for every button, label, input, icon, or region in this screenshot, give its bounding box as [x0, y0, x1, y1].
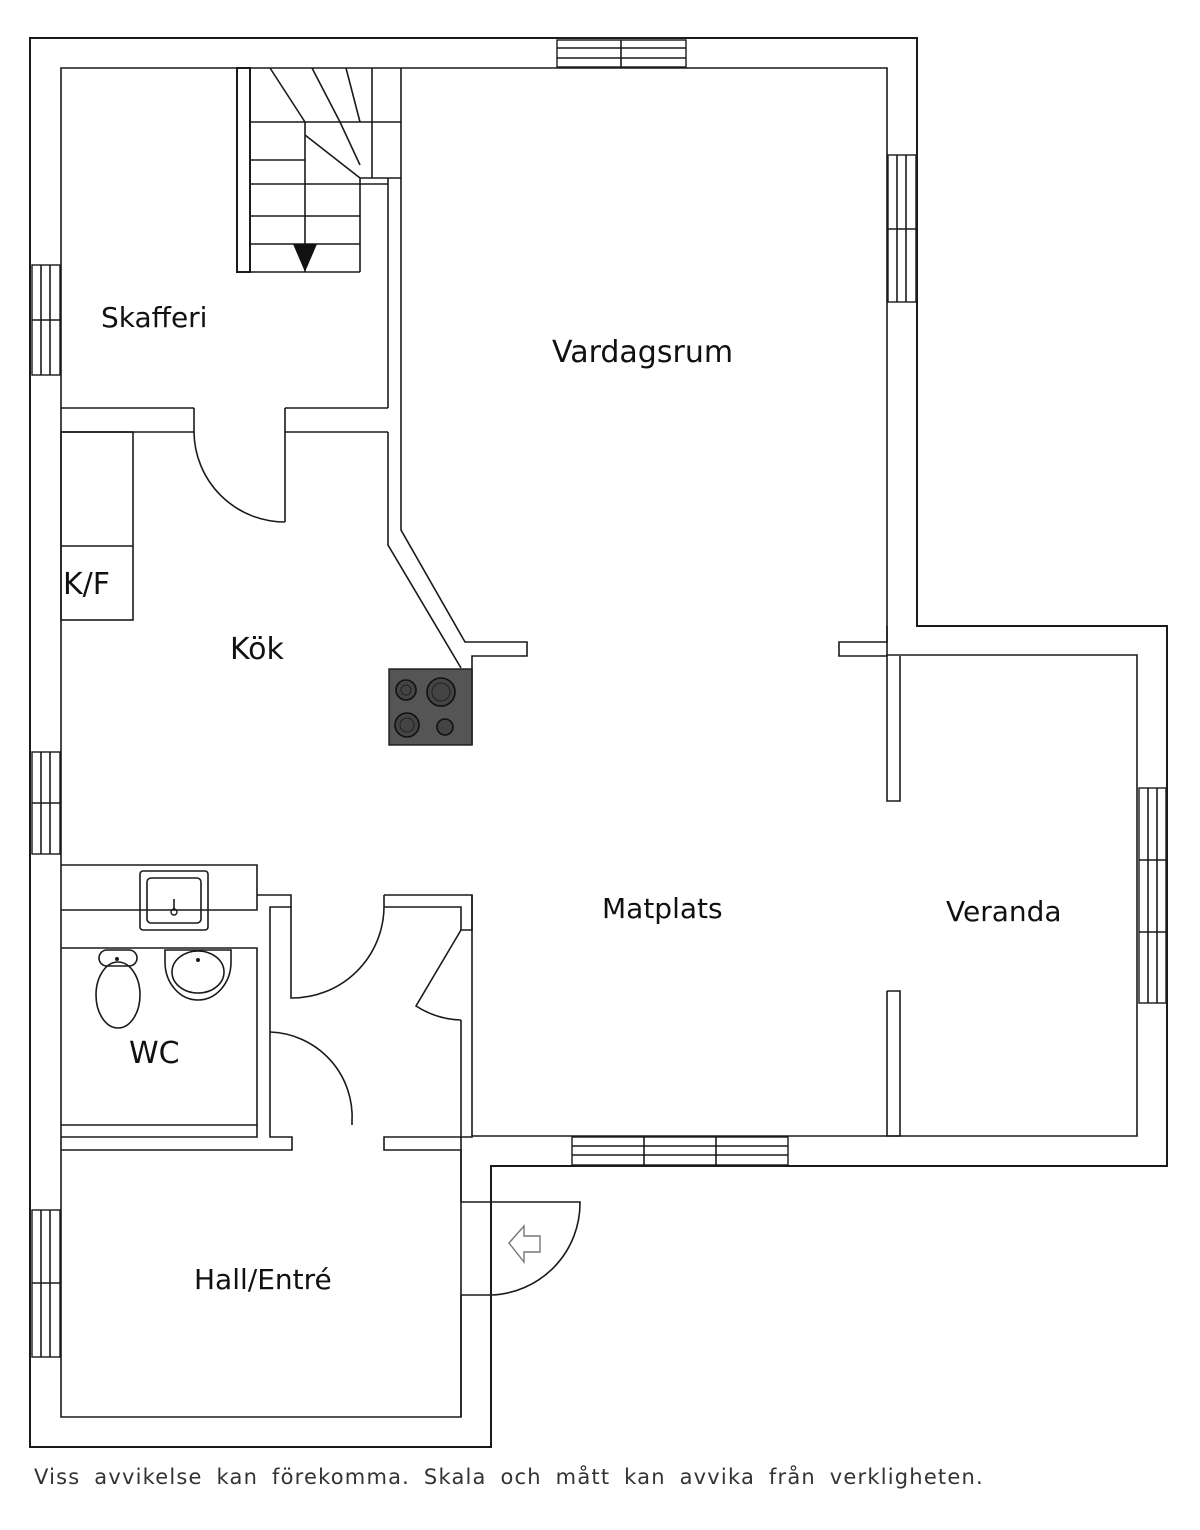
- floor-plan: Skafferi Vardagsrum Kök K/F Matplats Ver…: [29, 37, 1168, 1448]
- window-left-middle: [31, 751, 61, 855]
- label-kf: K/F: [63, 567, 110, 602]
- window-left-lower: [31, 1209, 61, 1358]
- doors: [193, 431, 581, 1296]
- door-matplats: [414, 929, 462, 1021]
- outer-walls: [29, 37, 1168, 1448]
- kitchen-fixtures: [60, 431, 473, 931]
- kitchen-counter: [60, 431, 134, 621]
- room-labels: Skafferi Vardagsrum Kök K/F Matplats Ver…: [63, 301, 1062, 1296]
- door-skafferi: [193, 431, 286, 523]
- label-skafferi: Skafferi: [101, 301, 207, 334]
- window-bottom: [571, 1136, 789, 1166]
- stair-down-arrow-icon: [293, 244, 317, 272]
- toilet: [95, 949, 141, 1029]
- staircase: [250, 67, 401, 273]
- label-matplats: Matplats: [602, 892, 723, 925]
- window-right-upper: [887, 154, 917, 303]
- label-veranda: Veranda: [946, 895, 1062, 928]
- window-right-veranda: [1138, 787, 1167, 1004]
- label-wc: WC: [129, 1036, 180, 1071]
- wc-fixtures: [95, 949, 232, 1029]
- disclaimer-text: Viss avvikelse kan förekomma. Skala och …: [34, 1465, 984, 1489]
- wc-basin: [164, 949, 232, 1001]
- label-hall: Hall/Entré: [194, 1263, 332, 1296]
- door-hall-wc: [269, 1031, 353, 1125]
- window-left-upper: [31, 264, 61, 376]
- window-top: [556, 39, 687, 68]
- door-wc-upper: [290, 895, 385, 999]
- stove: [388, 668, 473, 746]
- label-kok: Kök: [230, 632, 285, 667]
- stair-wall-left: [236, 67, 251, 273]
- interior-walls: [61, 67, 901, 1417]
- kitchen-sink: [139, 870, 209, 931]
- windows: [31, 39, 1167, 1358]
- entrance-arrow-icon: [508, 1224, 541, 1265]
- label-vardagsrum: Vardagsrum: [552, 335, 733, 370]
- door-entry: [490, 1201, 581, 1296]
